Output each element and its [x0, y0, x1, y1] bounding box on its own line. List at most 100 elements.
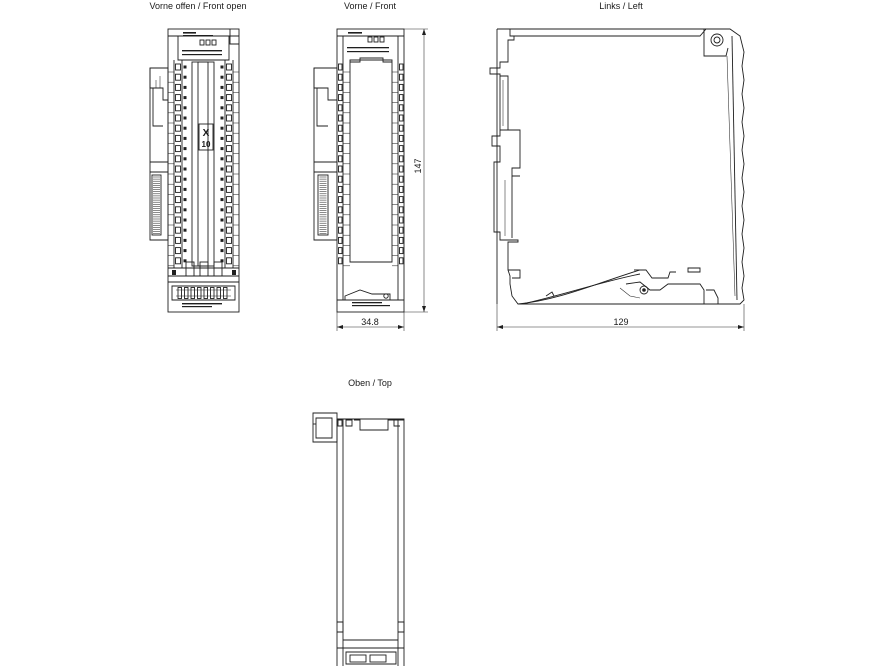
terminal-left: [338, 236, 343, 244]
terminal-right: [226, 104, 232, 112]
terminal-right: [226, 206, 232, 214]
terminal-right: [399, 145, 404, 153]
terminal-left: [338, 196, 343, 204]
terminal-screw-right: [220, 198, 224, 202]
terminal-right: [399, 236, 404, 244]
terminal-right: [226, 196, 232, 204]
terminal-left: [175, 216, 181, 224]
terminal-left: [338, 257, 343, 265]
terminal-screw-left: [183, 167, 187, 171]
terminal-left: [175, 165, 181, 173]
terminal-right: [399, 185, 404, 193]
terminal-left: [175, 145, 181, 153]
terminal-left: [338, 104, 343, 112]
terminal-left: [338, 165, 343, 173]
terminal-right: [226, 216, 232, 224]
terminal-left: [338, 247, 343, 255]
terminal-right: [226, 185, 232, 193]
terminal-right: [226, 94, 232, 102]
terminal-screw-left: [183, 198, 187, 202]
front-width-dimension: 34.8: [336, 312, 405, 331]
terminal-right: [226, 114, 232, 122]
terminal-right: [399, 165, 404, 173]
terminal-left: [175, 63, 181, 71]
bottom-connector-pin: [210, 287, 215, 299]
terminal-screw-left: [183, 136, 187, 140]
terminal-left: [175, 83, 181, 91]
terminal-screw-left: [183, 208, 187, 212]
terminal-right: [226, 124, 232, 132]
terminal-right: [399, 226, 404, 234]
terminal-screw-left: [183, 96, 187, 100]
terminal-left: [338, 155, 343, 163]
terminal-left: [175, 114, 181, 122]
terminal-left: [338, 134, 343, 142]
terminal-right: [226, 63, 232, 71]
front-height-dimension: 147: [404, 28, 428, 313]
terminal-left: [175, 196, 181, 204]
terminal-right: [226, 175, 232, 183]
terminal-left: [338, 216, 343, 224]
terminal-left: [175, 124, 181, 132]
terminal-screw-right: [220, 106, 224, 110]
terminal-screw-right: [220, 157, 224, 161]
terminal-right: [226, 165, 232, 173]
terminal-screw-left: [183, 75, 187, 79]
bottom-connector-pin: [197, 287, 202, 299]
terminal-right: [399, 155, 404, 163]
terminal-left: [338, 83, 343, 91]
bottom-connector-pin: [190, 287, 195, 299]
terminal-screw-right: [220, 187, 224, 191]
terminal-screw-right: [220, 238, 224, 242]
terminal-screw-left: [183, 65, 187, 69]
terminal-screw-right: [220, 96, 224, 100]
terminal-right: [399, 114, 404, 122]
terminal-left: [175, 257, 181, 265]
terminal-left: [338, 145, 343, 153]
terminal-right: [399, 206, 404, 214]
terminal-right: [226, 247, 232, 255]
terminal-right: [399, 73, 404, 81]
terminal-screw-right: [220, 85, 224, 89]
terminal-screw-right: [220, 75, 224, 79]
terminal-left: [175, 155, 181, 163]
terminal-screw-left: [183, 218, 187, 222]
terminal-right: [399, 83, 404, 91]
terminal-screw-left: [183, 106, 187, 110]
terminal-screw-left: [183, 85, 187, 89]
terminal-left: [175, 73, 181, 81]
terminal-screw-right: [220, 177, 224, 181]
terminal-screw-left: [183, 259, 187, 263]
module-marking-10: 10: [202, 140, 211, 149]
terminal-screw-right: [220, 126, 224, 130]
terminal-screw-right: [220, 167, 224, 171]
terminal-screw-left: [183, 147, 187, 151]
terminal-left: [175, 134, 181, 142]
terminal-screw-right: [220, 136, 224, 140]
terminal-right: [399, 196, 404, 204]
front-view-title: Vorne / Front: [343, 1, 397, 11]
terminal-left: [338, 94, 343, 102]
side-depth-dimension: 129: [496, 304, 745, 331]
terminal-right: [399, 134, 404, 142]
terminal-left: [175, 94, 181, 102]
terminal-screw-right: [220, 228, 224, 232]
terminal-screw-left: [183, 126, 187, 130]
bottom-connector-pin: [177, 287, 182, 299]
top-view-title: Oben / Top: [348, 378, 392, 388]
terminal-right: [226, 236, 232, 244]
terminal-left: [338, 73, 343, 81]
terminal-screw-left: [183, 228, 187, 232]
terminal-right: [226, 257, 232, 265]
bottom-connector-pin: [216, 287, 221, 299]
terminal-left: [175, 247, 181, 255]
terminal-right: [399, 216, 404, 224]
terminal-left: [338, 226, 343, 234]
bottom-connector-pin: [223, 287, 228, 299]
bottom-connector-pin: [203, 287, 208, 299]
terminal-screw-right: [220, 259, 224, 263]
terminal-left: [338, 175, 343, 183]
terminal-left: [175, 185, 181, 193]
terminal-left: [338, 206, 343, 214]
